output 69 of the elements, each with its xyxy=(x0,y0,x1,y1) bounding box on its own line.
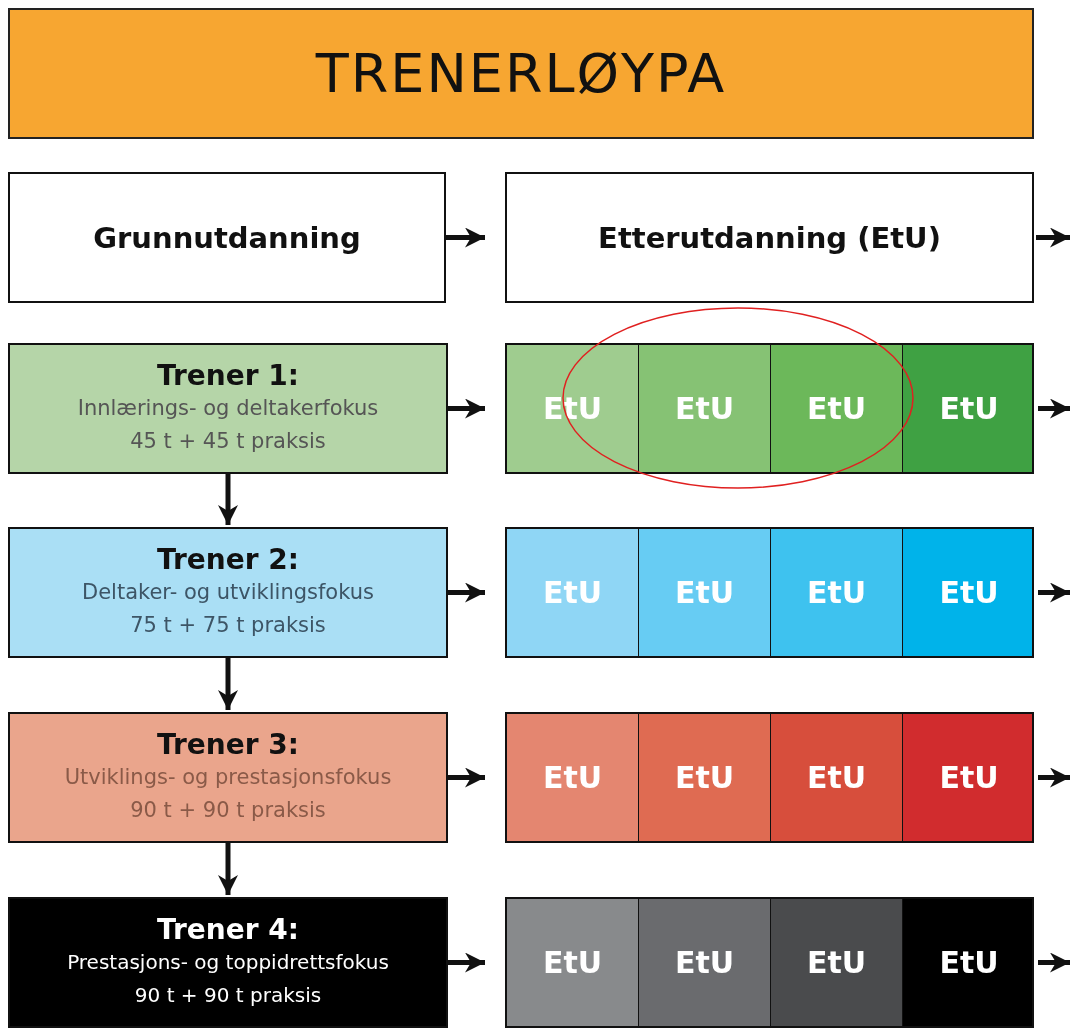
trainer-heading: Trener 3: xyxy=(157,728,299,761)
arrow xyxy=(218,474,238,525)
etu-cell xyxy=(507,345,639,472)
trainer-box xyxy=(8,897,448,1028)
trainer-box xyxy=(8,527,448,658)
etu-cell xyxy=(507,899,639,1026)
stage-box xyxy=(505,172,1034,303)
arrow xyxy=(1038,582,1070,603)
stage-box xyxy=(8,172,446,303)
title: TRENERLØYPA xyxy=(315,42,727,105)
etu-cell xyxy=(639,899,771,1026)
etu-row xyxy=(505,712,1034,843)
arrow xyxy=(446,227,485,248)
etu-row xyxy=(505,897,1034,1028)
trainer-description: Innlærings- og deltakerfokus xyxy=(77,395,379,422)
trainer-description: 90 t + 90 t praksis xyxy=(130,797,326,824)
etu-row xyxy=(505,527,1034,658)
arrow xyxy=(218,658,238,710)
cell-label: EtU xyxy=(674,945,735,980)
arrow xyxy=(1038,398,1070,419)
cell-label: EtU xyxy=(542,575,603,610)
cell-label: EtU xyxy=(674,575,735,610)
trainer-description: Prestasjons- og toppidrettsfokus xyxy=(67,949,389,976)
arrow xyxy=(448,767,485,788)
etu-cell xyxy=(771,529,903,656)
etu-cell xyxy=(639,529,771,656)
arrow xyxy=(448,582,485,603)
trainer-heading: Trener 1: xyxy=(157,359,299,392)
trainer-box xyxy=(8,712,448,843)
etu-cell xyxy=(903,714,1032,841)
etu-cell xyxy=(639,714,771,841)
trainer-box xyxy=(8,343,448,474)
cell-label: EtU xyxy=(806,760,867,795)
trainer-description: Deltaker- og utviklingsfokus xyxy=(82,579,374,606)
cell-label: EtU xyxy=(939,575,999,610)
arrow xyxy=(218,843,238,895)
trainer-heading: Trener 4: xyxy=(157,913,299,946)
cell-label: EtU xyxy=(939,391,999,426)
arrow xyxy=(448,398,485,419)
trainer-description: 90 t + 90 t praksis xyxy=(134,982,322,1009)
etu-cell xyxy=(507,714,639,841)
etu-cell xyxy=(507,529,639,656)
arrow xyxy=(1038,952,1070,973)
etu-cell xyxy=(903,899,1032,1026)
etu-cell xyxy=(771,899,903,1026)
arrow xyxy=(448,952,485,973)
arrow xyxy=(1038,767,1070,788)
cell-label: EtU xyxy=(806,575,867,610)
arrow xyxy=(1036,227,1070,248)
cell-label: EtU xyxy=(542,945,603,980)
cell-label: EtU xyxy=(939,945,999,980)
cell-label: EtU xyxy=(542,760,603,795)
trainer-heading: Trener 2: xyxy=(157,543,299,576)
cell-label: EtU xyxy=(674,391,735,426)
cell-label: EtU xyxy=(939,760,999,795)
cell-label: EtU xyxy=(806,945,867,980)
etu-cell xyxy=(903,529,1032,656)
cell-label: EtU xyxy=(674,760,735,795)
cell-label: EtU xyxy=(806,391,867,426)
etu-cell xyxy=(639,345,771,472)
etu-cell xyxy=(771,714,903,841)
stage-heading: Grunnutdanning xyxy=(93,220,361,255)
etu-cell xyxy=(771,345,903,472)
etu-row xyxy=(505,343,1034,474)
stage-heading: Etterutdanning (EtU) xyxy=(598,220,941,255)
trainer-description: 75 t + 75 t praksis xyxy=(130,612,326,639)
trainer-description: 45 t + 45 t praksis xyxy=(130,428,326,455)
trainer-description: Utviklings- og prestasjonsfokus xyxy=(64,764,392,791)
etu-cell xyxy=(903,345,1032,472)
